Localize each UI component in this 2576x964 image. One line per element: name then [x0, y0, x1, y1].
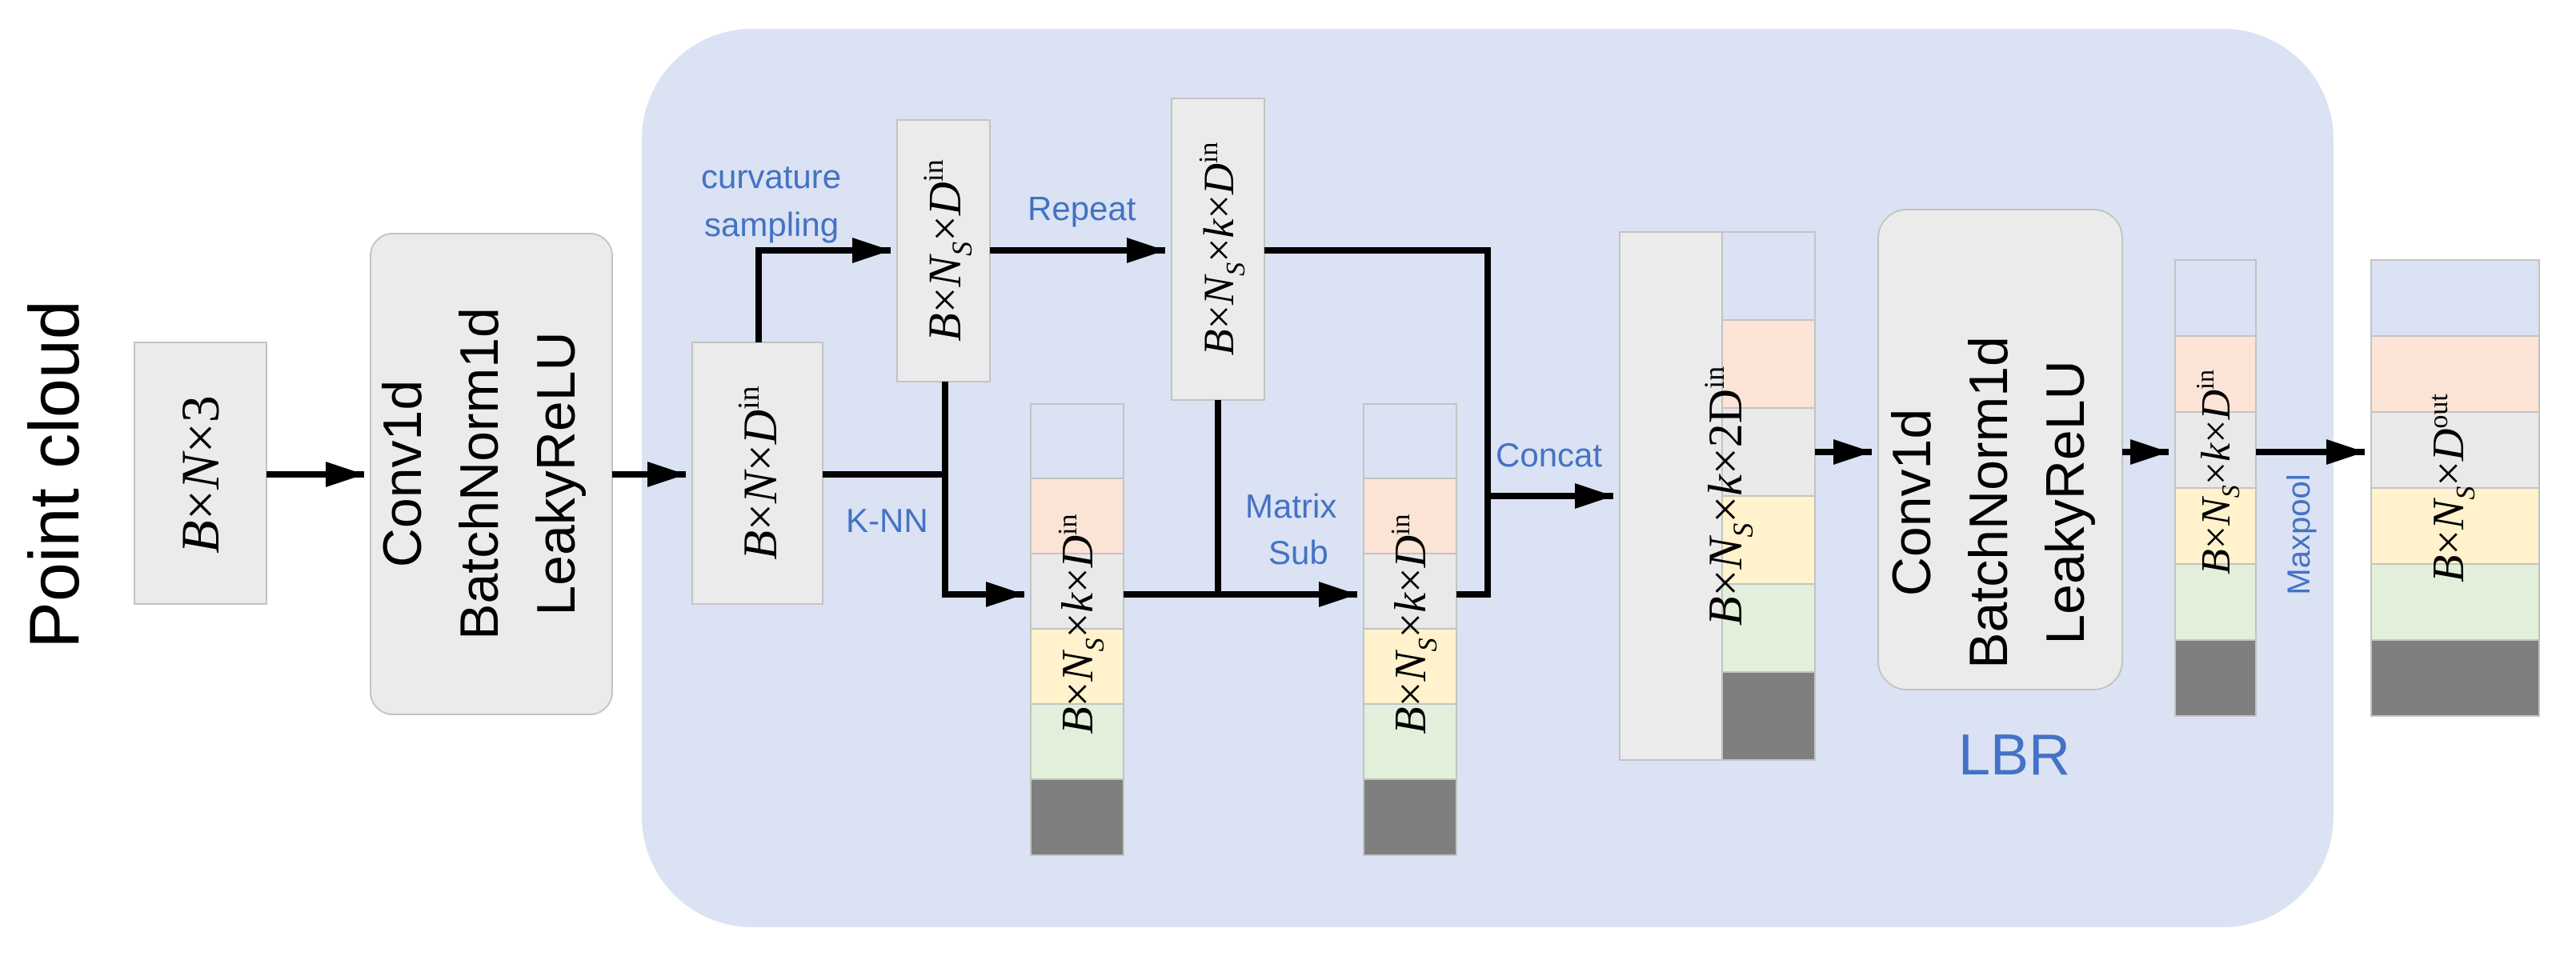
line-repeated-to-concat — [1264, 247, 1491, 598]
lbr-out-shape: B×NS×k×Din — [2190, 370, 2245, 574]
lbr2-relu-label: LeakyReLU — [2035, 360, 2096, 644]
concat-group-shape: B×NS×k×2Din — [1698, 366, 1759, 626]
lbr2-conv-label: Conv1d — [1881, 409, 1942, 596]
op-maxpool-label: Maxpool — [2282, 474, 2317, 594]
output-tensor — [2370, 259, 2540, 717]
connectors — [266, 238, 2365, 607]
repeated-box — [1171, 98, 1265, 401]
lbr1-bn-label: BatchNorm1d — [449, 307, 510, 640]
arrow-knn-to-group — [942, 382, 1024, 607]
knn-group-tensor — [1030, 403, 1124, 856]
sampled-shape: B×NS×Din — [917, 159, 978, 341]
op-curvature-label-1: curvature — [701, 158, 841, 195]
lbr-out-tensor — [2174, 259, 2257, 717]
lbr2-bn-label: BatchNorm1d — [1958, 336, 2019, 669]
repeated-shape: B×NS×k×Din — [1194, 142, 1251, 356]
op-sub-label: Sub — [1268, 534, 1328, 571]
point-cloud-label: Point cloud — [14, 300, 94, 648]
diff-group-tensor — [1363, 403, 1457, 856]
diff-group-shape: B×NS×k×Din — [1386, 514, 1443, 734]
op-repeat-label: Repeat — [1028, 190, 1136, 227]
op-matrix-label: Matrix — [1245, 487, 1336, 525]
knn-group-shape: B×NS×k×Din — [1053, 514, 1110, 734]
output-shape: B×NS×Dout — [2424, 394, 2481, 582]
arrow-feature-to-sampled — [755, 238, 891, 342]
concat-group-tensor — [1619, 231, 1816, 761]
lbr-caption: LBR — [1958, 723, 2070, 787]
lbr1-relu-label: LeakyReLU — [526, 331, 587, 615]
op-concat-label: Concat — [1496, 436, 1602, 474]
input-shape-label: B×N×3 — [170, 395, 230, 554]
op-knn-label: K-NN — [846, 502, 928, 539]
lbr1-conv-label: Conv1d — [372, 380, 433, 567]
feature-in-shape: B×N×Din — [732, 386, 787, 559]
op-curvature-label-2: sampling — [704, 206, 839, 243]
